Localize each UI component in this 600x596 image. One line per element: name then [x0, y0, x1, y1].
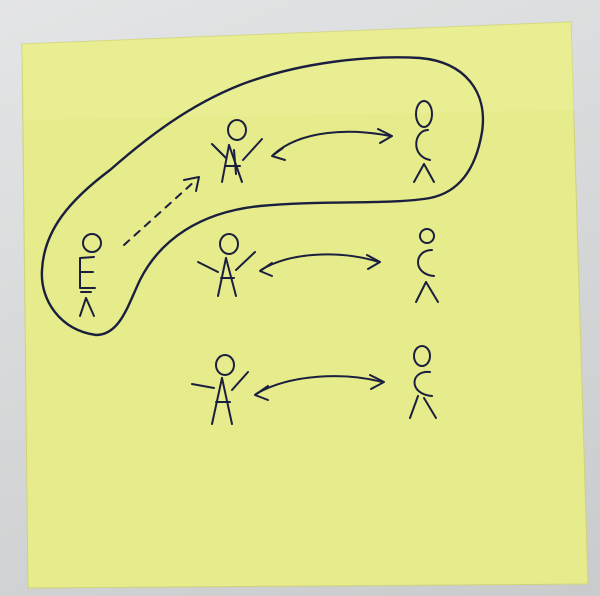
figure-a3: [191, 354, 249, 425]
sticky-note-paper: [21, 21, 589, 589]
group-enclosure-loop: [40, 56, 485, 337]
figure-c1: [413, 100, 435, 183]
figure-a1: [211, 119, 263, 183]
double-arrow-a2-c2: [259, 253, 381, 277]
dashed-arrow-outsider-to-a1: [123, 176, 200, 246]
sticky-note-shade: [22, 22, 574, 120]
outsider-figure: [79, 233, 102, 317]
figure-c3: [409, 345, 437, 419]
double-arrow-a3-c3: [254, 374, 385, 401]
figure-a2: [197, 233, 256, 297]
figure-c2: [415, 228, 439, 303]
double-arrow-a1-c1: [271, 128, 393, 161]
